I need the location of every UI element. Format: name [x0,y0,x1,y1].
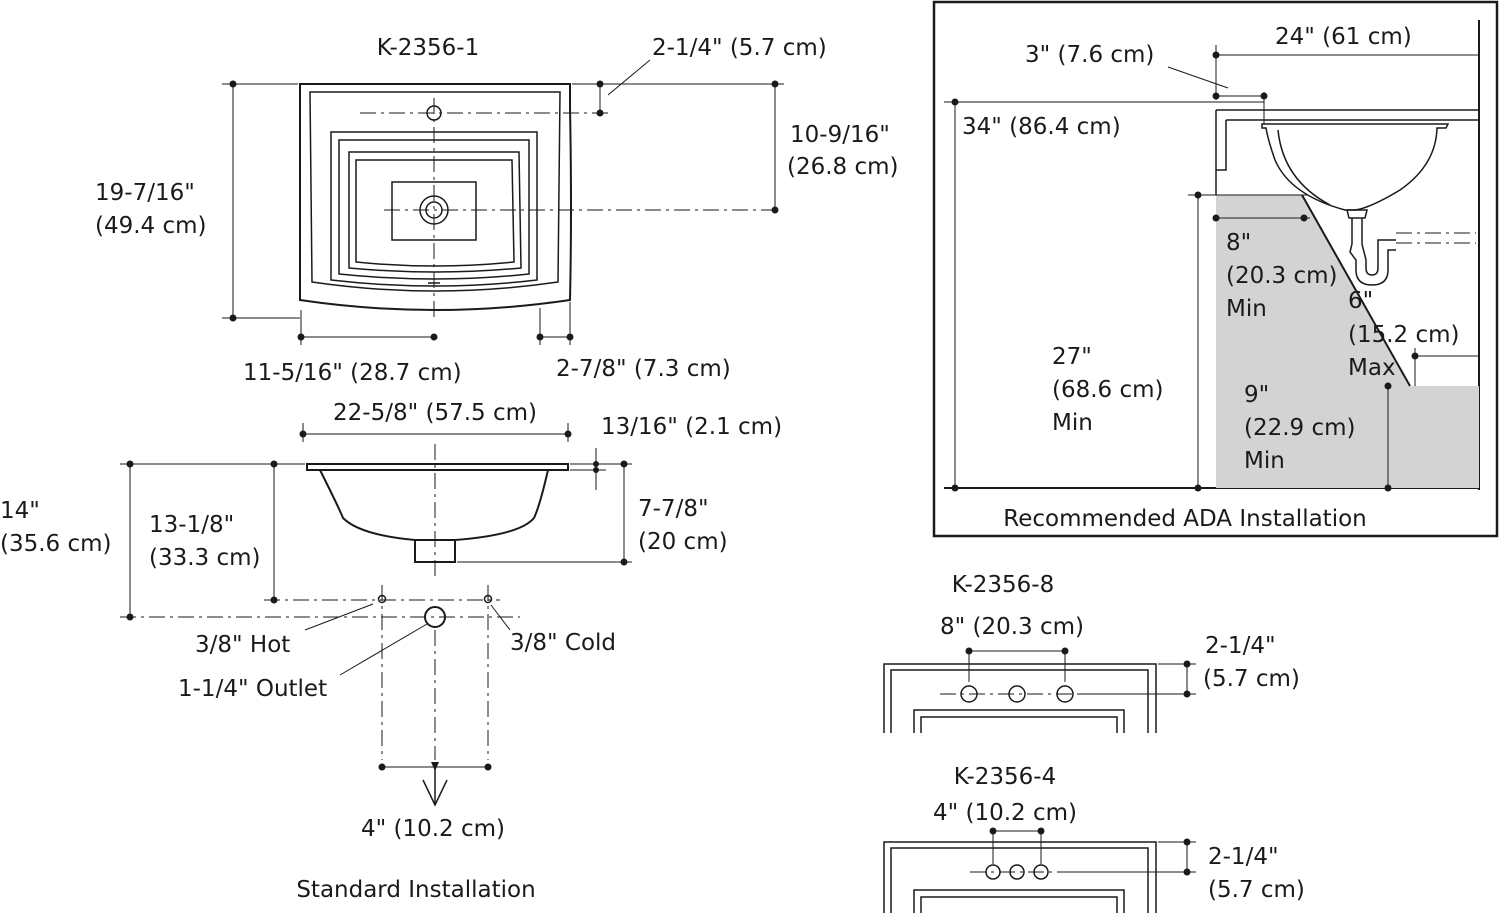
k4-spread-label: 4" (10.2 cm) [933,800,1077,826]
section-overall-width-label: 22-5/8" (57.5 cm) [333,400,537,426]
plan-drain-depth-label: 10-9/16" [790,122,890,148]
k8-setback-label: 2-1/4" [1205,633,1276,659]
ada-top-setback-label: 3" (7.6 cm) [1025,42,1154,68]
ada-knee-clearance [1216,195,1479,488]
k8-setback-metric: (5.7 cm) [1203,666,1300,692]
ada-toe-max: Max [1348,355,1396,381]
plan-overall-depth-label: 19-7/16" [95,180,195,206]
k8-detail: K-2356-8 8" (20.3 cm) 2-1/4" (5.7 cm) [883,572,1300,733]
section-rim [306,463,569,471]
ada-toe-metric: (15.2 cm) [1348,322,1460,348]
ada-clearance-min: Min [1052,410,1093,436]
outlet-label: 1-1/4" Outlet [178,676,327,702]
section-height-metric: (35.6 cm) [0,531,112,557]
section-height-label: 14" [0,498,40,524]
plan-model-label: K-2356-1 [377,35,479,61]
ada-toe-height-metric: (22.9 cm) [1244,415,1356,441]
hot-label: 3/8" Hot [195,632,290,658]
k4-hole-right [1033,864,1049,880]
ada-depth-label: 24" (61 cm) [1275,24,1412,50]
k4-detail: K-2356-4 4" (10.2 cm) 2-1/4" (5.7 cm) [883,764,1305,913]
k8-hole-center [1008,685,1026,703]
standard-installation-caption: Standard Installation [296,877,535,903]
section-bowl [319,469,549,541]
plan-faucet-setback-label: 2-1/4" (5.7 cm) [652,35,827,61]
plan-bowl [348,151,522,273]
ada-knee-label: 8" [1226,230,1251,256]
ada-caption: Recommended ADA Installation [1003,506,1367,532]
ada-frame [932,0,1499,538]
k8-model-label: K-2356-8 [952,572,1054,598]
k8-hole-right [1056,685,1074,703]
plan-rim-offset-label: 2-7/8" (7.3 cm) [556,356,731,382]
supply-spacing-label: 4" (10.2 cm) [361,816,505,842]
plan-center-width-label: 11-5/16" (28.7 cm) [243,360,462,386]
k8-hole-left [960,685,978,703]
section-bowl-depth-label: 7-7/8" [638,496,709,522]
k4-setback-metric: (5.7 cm) [1208,877,1305,903]
plan-drain-depth-metric: (26.8 cm) [787,154,899,180]
section-bowl-height-label: 13-1/8" [149,512,234,538]
ada-toe-height-min: Min [1244,448,1285,474]
section-bowl-height-metric: (33.3 cm) [149,545,261,571]
section-view: 22-5/8" (57.5 cm) 14" (35.6 cm) 13-1/8" … [0,400,782,903]
ada-rim-height-label: 34" (86.4 cm) [962,114,1121,140]
ada-installation: 24" (61 cm) 3" (7.6 cm) 34" (86.4 cm) 27… [932,0,1499,538]
plan-view: K-2356-1 19-7/16" (49.4 cm) 2-1/4" (5.7 … [95,35,899,386]
k8-spread-label: 8" (20.3 cm) [940,614,1084,640]
cold-label: 3/8" Cold [510,630,616,656]
ada-toe-height-label: 9" [1244,382,1269,408]
ada-drain-trap [1346,209,1368,219]
outlet [424,606,446,628]
ada-clearance-label: 27" [1052,344,1092,370]
section-bowl-depth-metric: (20 cm) [638,529,728,555]
plan-overall-depth-metric: (49.4 cm) [95,213,207,239]
section-rim-thickness-label: 13/16" (2.1 cm) [601,414,782,440]
ada-clearance-metric: (68.6 cm) [1052,377,1164,403]
k4-model-label: K-2356-4 [954,764,1056,790]
k4-hole-left [985,864,1001,880]
plan-inner-rim [309,91,561,292]
k4-setback-label: 2-1/4" [1208,844,1279,870]
ada-toe-label: 6" [1348,288,1373,314]
ada-knee-metric: (20.3 cm) [1226,263,1338,289]
plan-outer-rim [299,83,572,311]
ada-knee-min: Min [1226,296,1267,322]
k4-hole-center [1009,864,1025,880]
